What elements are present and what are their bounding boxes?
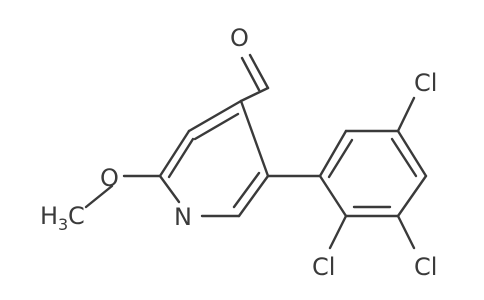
bond-o-ch3 xyxy=(84,184,114,209)
aldehyde-oxygen-label: O xyxy=(230,24,249,52)
bond-c5prime-cl xyxy=(396,96,416,133)
bond-c4-cho xyxy=(239,86,270,103)
bond-c6prime-c1prime xyxy=(318,129,348,178)
ring-nitrogen-label: N xyxy=(174,203,192,231)
bond-c4-c5 xyxy=(239,99,270,178)
bond-c6prime-c1prime-inner xyxy=(327,138,354,179)
bond-c3prime-cl xyxy=(396,214,416,250)
bond-c5-c6-inner xyxy=(232,171,261,209)
bond-c3-c4-inner xyxy=(193,112,240,141)
methoxy-oxygen-label: O xyxy=(100,164,119,192)
bond-c2-c3 xyxy=(158,129,191,178)
bond-c4prime-c5prime xyxy=(396,129,428,178)
methyl-c-label: C xyxy=(68,202,85,230)
chlorine-2-label: Cl xyxy=(312,253,335,281)
bond-c2prime-cl xyxy=(328,214,348,250)
bond-cho-o xyxy=(248,53,270,90)
methyl-h-label: H xyxy=(40,202,58,230)
bond-c3prime-c4prime xyxy=(396,174,428,218)
bond-cho-o-inner xyxy=(240,56,261,92)
bond-n1-c2 xyxy=(158,174,181,204)
chlorine-5-label: Cl xyxy=(414,69,437,97)
methyl-subscript-label: 3 xyxy=(58,215,68,234)
bond-c3-c4 xyxy=(187,99,243,133)
bond-c2-c3-inner xyxy=(167,137,195,179)
bond-c1prime-c2prime xyxy=(318,174,348,218)
bond-c5-c6 xyxy=(237,174,270,218)
bond-c4prime-c5prime-inner xyxy=(390,137,418,178)
chlorine-3-label: Cl xyxy=(414,253,437,281)
